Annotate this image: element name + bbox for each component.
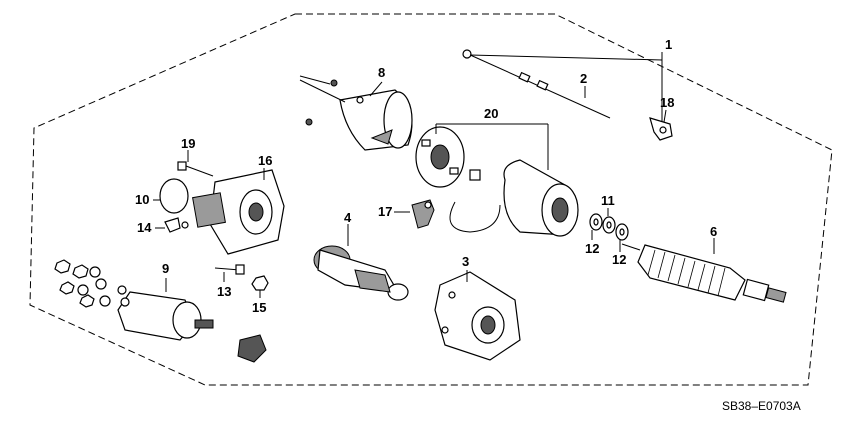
nut-part [251, 275, 269, 291]
label-part-14: 14 [137, 220, 152, 235]
label-part-4: 4 [344, 210, 352, 225]
drive-gear-part [313, 245, 409, 301]
o-ring-part [159, 178, 189, 214]
label-part-15: 15 [252, 300, 266, 315]
label-part-19: 19 [181, 136, 195, 151]
solenoid-part [117, 285, 214, 341]
label-part-3: 3 [462, 254, 469, 269]
label-part-10: 10 [135, 192, 149, 207]
washer-part [589, 213, 629, 241]
label-part-20: 20 [484, 106, 498, 121]
yoke-part [469, 159, 579, 237]
label-part-13: 13 [217, 284, 231, 299]
label-part-8: 8 [378, 65, 385, 80]
diagram-code: SB38–E0703A [722, 399, 801, 413]
bolt-part-13 [214, 264, 245, 275]
label-part-17: 17 [378, 204, 392, 219]
clip-part [164, 217, 189, 233]
label-part-9: 9 [162, 261, 169, 276]
through-bolt-part [462, 49, 611, 119]
bolt-part-19 [177, 161, 214, 177]
center-bracket-part [192, 169, 285, 255]
armature-part [621, 243, 787, 303]
brush-lead-part [411, 199, 501, 233]
rear-housing-part [339, 89, 413, 151]
small-hardware-set [54, 259, 111, 308]
assembly-boundary [29, 13, 833, 386]
label-part-12b: 12 [612, 252, 626, 267]
plunger-part [237, 334, 267, 363]
label-part-11: 11 [601, 193, 615, 208]
front-housing-part [434, 271, 521, 361]
brush-holder-part [415, 126, 465, 188]
bracket-part [649, 117, 673, 141]
label-part-1: 1 [665, 37, 672, 52]
label-part-16: 16 [258, 153, 272, 168]
label-part-2: 2 [580, 71, 587, 86]
label-part-18: 18 [660, 95, 674, 110]
label-part-12a: 12 [585, 241, 599, 256]
label-part-6: 6 [710, 224, 717, 239]
